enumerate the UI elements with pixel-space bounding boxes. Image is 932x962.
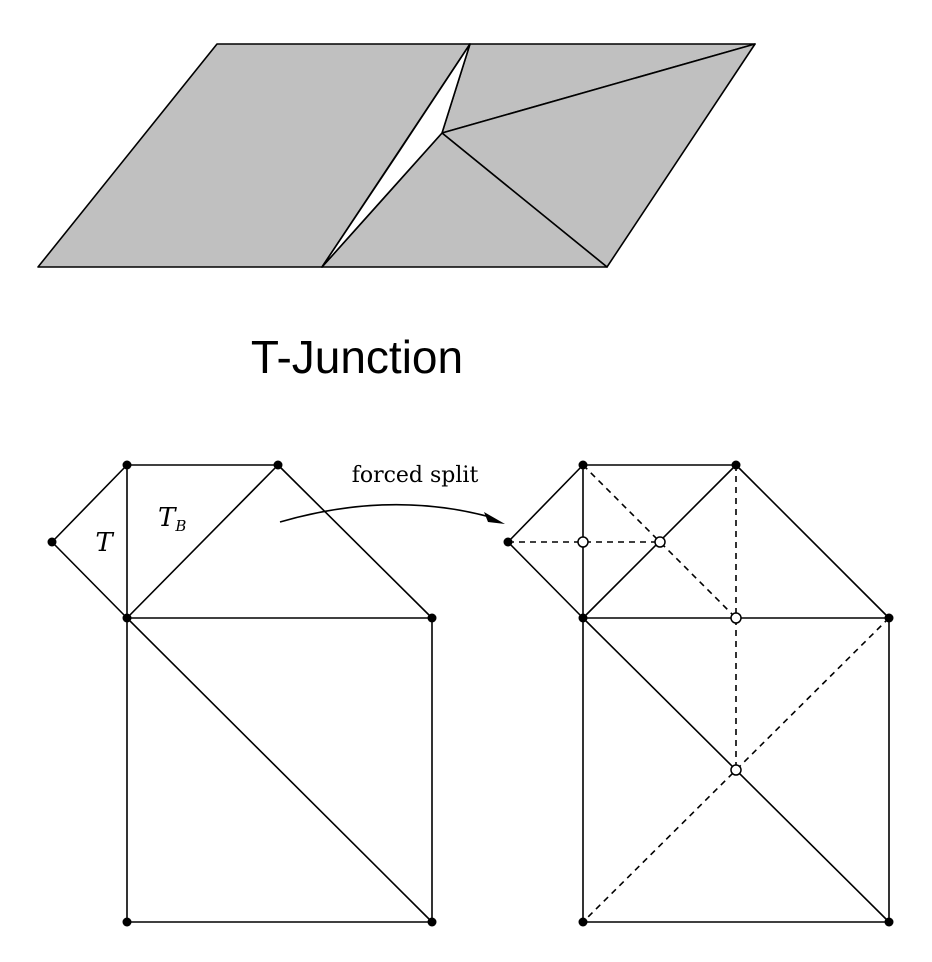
forced-split-arrow	[279, 503, 505, 524]
vertex-filled	[578, 613, 588, 623]
t-junction-mesh	[37, 43, 756, 268]
t-junction-gap	[321, 43, 471, 268]
vertex-filled	[273, 460, 283, 470]
vertex-filled	[578, 917, 588, 927]
arrow-curve	[279, 503, 491, 523]
vertex-open	[730, 612, 742, 624]
edge	[126, 617, 433, 923]
left-diagram	[51, 464, 433, 923]
edge	[507, 464, 584, 543]
edge	[51, 464, 128, 543]
vertex-filled	[731, 460, 741, 470]
edge	[735, 464, 890, 619]
caption-t-junction: T-Junction	[251, 331, 463, 383]
label-forced-split: forced split	[352, 463, 479, 488]
left-diagram-vertices	[47, 460, 437, 927]
vertex-open	[730, 764, 742, 776]
edge	[507, 541, 584, 619]
label-tb-subscript: B	[174, 517, 186, 535]
arrowhead-icon	[484, 512, 505, 524]
right-diagram-dashed-edges	[508, 464, 890, 923]
label-triangle-t: T	[95, 528, 114, 558]
vertex-filled	[47, 537, 57, 547]
vertex-filled	[578, 460, 588, 470]
right-diagram-open-vertices	[577, 536, 742, 776]
right-diagram-solid-edges	[507, 464, 890, 923]
vertex-filled	[427, 917, 437, 927]
vertex-filled	[884, 613, 894, 623]
edge	[126, 464, 279, 619]
vertex-open	[654, 536, 666, 548]
edge	[51, 541, 128, 619]
vertex-filled	[122, 613, 132, 623]
label-triangle-tb: TB	[158, 503, 186, 535]
vertex-filled	[884, 917, 894, 927]
split-edge-dashed	[582, 464, 737, 619]
vertex-filled	[122, 917, 132, 927]
vertex-filled	[122, 460, 132, 470]
label-tb-main: T	[158, 503, 177, 533]
right-diagram-filled-vertices	[503, 460, 894, 927]
vertex-filled	[427, 613, 437, 623]
split-edge-dashed	[582, 617, 890, 923]
vertex-open	[577, 536, 589, 548]
vertex-filled	[503, 537, 513, 547]
edge	[277, 464, 433, 619]
